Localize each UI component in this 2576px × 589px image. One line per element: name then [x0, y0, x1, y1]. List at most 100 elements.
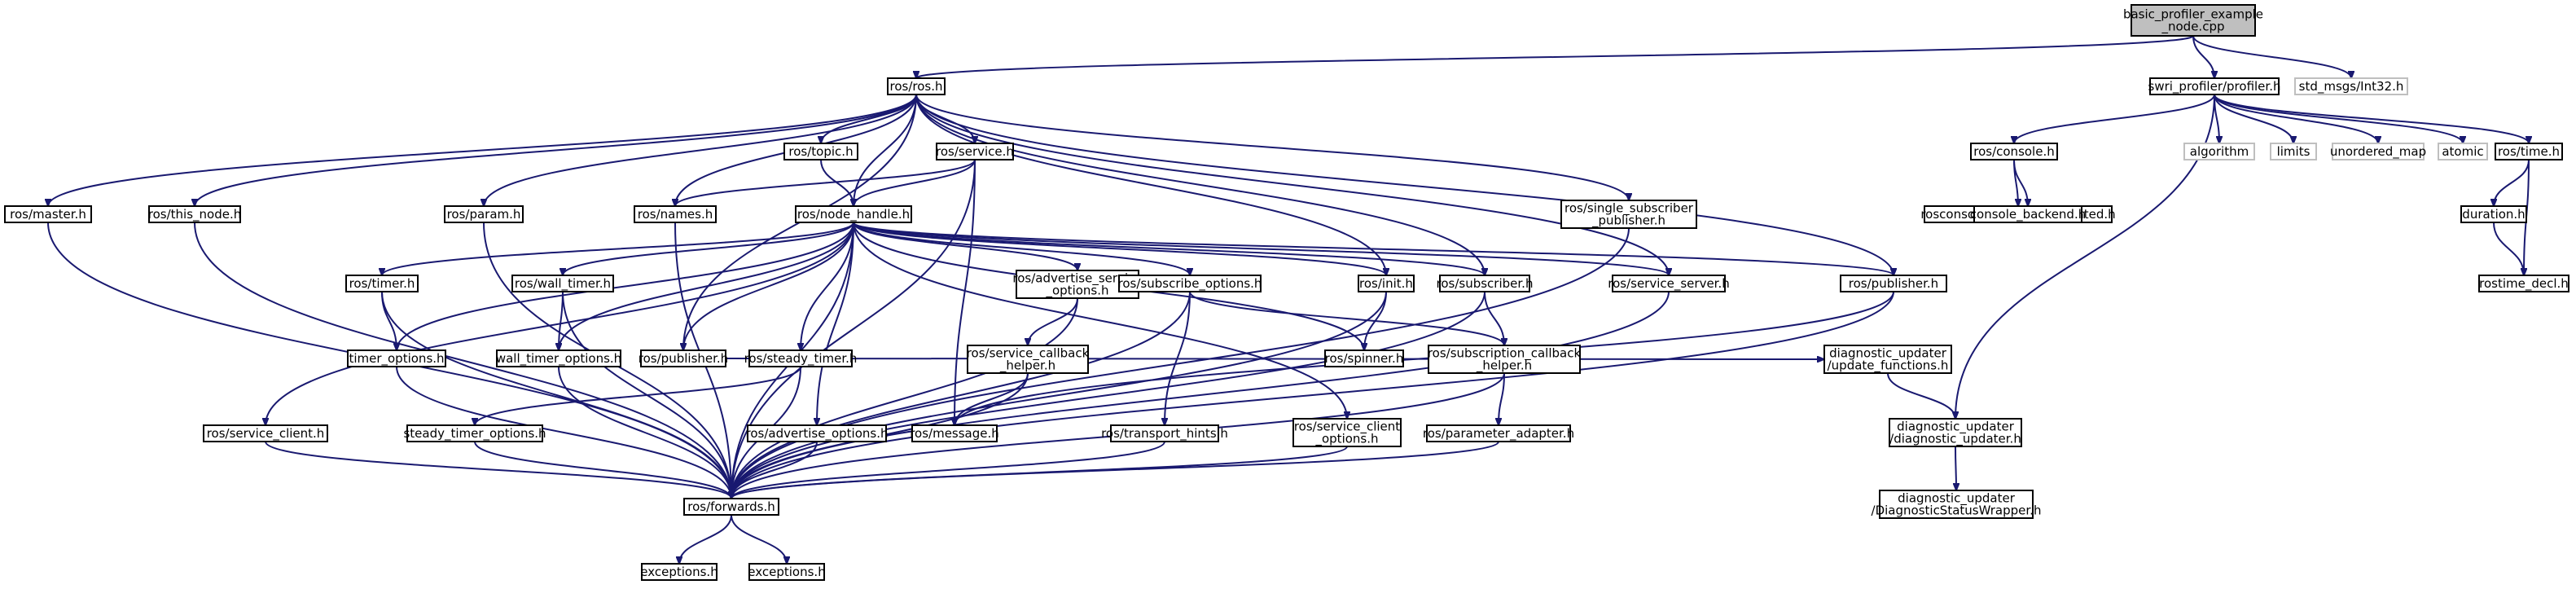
node-label: ros/wall_timer.h — [515, 276, 611, 292]
node-box — [2495, 143, 2563, 160]
edge-node_handle-to-advertise_options — [817, 222, 854, 425]
node-parameter_adapter[interactable]: ros/parameter_adapter.h — [1423, 424, 1574, 442]
node-label: steady_timer_options.h — [403, 426, 546, 442]
node-label: ros/publisher.h — [639, 351, 728, 366]
node-box — [347, 349, 446, 367]
node-message[interactable]: ros/message.h — [910, 424, 999, 442]
node-box — [634, 205, 717, 223]
node-node_handle[interactable]: ros/node_handle.h — [795, 205, 912, 223]
node-names[interactable]: ros/names.h — [634, 205, 717, 223]
node-time[interactable]: ros/time.h — [2495, 143, 2563, 160]
node-timer[interactable]: ros/timer.h — [345, 275, 419, 292]
node-atomic: atomic — [2438, 143, 2488, 160]
node-label: _publisher.h — [1591, 213, 1665, 229]
node-rostime_decl[interactable]: rostime_decl.h — [2478, 275, 2569, 292]
node-adv_srv_opts[interactable]: ros/advertise_service_options.h — [1012, 270, 1143, 299]
edge-ros_h-to-master — [48, 94, 917, 206]
node-label: ros/names.h — [638, 207, 713, 222]
node-label: algorithm — [2190, 144, 2249, 159]
node-box — [1970, 143, 2058, 160]
node-box — [406, 424, 543, 442]
node-box — [2270, 143, 2317, 160]
node-forwards[interactable]: ros/forwards.h — [683, 498, 779, 516]
node-label: ros/master.h — [10, 207, 86, 222]
node-service[interactable]: ros/service.h — [936, 143, 1014, 160]
node-diag_status_wrapper[interactable]: diagnostic_updater/DiagnosticStatusWrapp… — [1872, 490, 2042, 519]
node-box — [641, 563, 718, 581]
node-srv_client_opts[interactable]: ros/service_client_options.h — [1292, 418, 1402, 447]
node-label: _options.h — [1045, 284, 1108, 299]
node-this_node[interactable]: ros/this_node.h — [148, 205, 241, 223]
node-limits: limits — [2270, 143, 2317, 160]
node-console[interactable]: ros/console.h — [1970, 143, 2058, 160]
node-service_server[interactable]: ros/service_server.h — [1608, 275, 1730, 292]
node-subscriber[interactable]: ros/subscriber.h — [1437, 275, 1534, 292]
node-box — [1823, 345, 1952, 374]
edge-ros_h-to-subscriber — [915, 94, 1485, 275]
edge-node_handle-to-wall_timer — [563, 222, 854, 275]
node-transport_hints[interactable]: ros/transport_hints.h — [1101, 424, 1228, 442]
node-ros_h[interactable]: ros/ros.h — [887, 77, 946, 95]
edge-ros_h-to-this_node — [195, 94, 917, 206]
node-steady_timer[interactable]: ros/steady_timer.h — [744, 349, 858, 367]
node-timer_options[interactable]: timer_options.h — [347, 349, 446, 367]
node-root[interactable]: basic_profiler_example_node.cpp — [2123, 4, 2263, 37]
node-box — [1118, 275, 1262, 292]
node-label: diagnostic_updater — [1898, 491, 2016, 507]
edge-node_handle-to-subscriber — [853, 222, 1485, 275]
node-box — [1439, 275, 1530, 292]
node-advertise_options[interactable]: ros/advertise_options.h — [746, 424, 889, 442]
node-box — [2332, 143, 2425, 160]
edge-this_node-to-forwards — [194, 222, 731, 499]
node-publisher_ros[interactable]: ros/publisher.h — [1840, 275, 1947, 292]
node-master[interactable]: ros/master.h — [4, 205, 92, 223]
node-swri_profiler[interactable]: swri_profiler/profiler.h — [2148, 77, 2281, 95]
node-box — [1840, 275, 1947, 292]
node-label: basic_profiler_example — [2123, 7, 2263, 23]
node-label: ros/init.h — [1359, 276, 1413, 291]
node-box — [2294, 77, 2408, 95]
edge-init-to-forwards — [731, 291, 1387, 499]
node-box — [1973, 205, 2082, 223]
node-int32: std_msgs/Int32.h — [2294, 77, 2408, 95]
node-diag_updater[interactable]: diagnostic_updater/diagnostic_updater.h — [1889, 418, 2022, 447]
node-label: exceptions.h — [748, 565, 825, 579]
node-steady_timer_options[interactable]: steady_timer_options.h — [403, 424, 546, 442]
node-srv_cb_helper[interactable]: ros/service_callback_helper.h — [967, 345, 1090, 374]
node-single_sub_pub[interactable]: ros/single_subscriber_publisher.h — [1560, 200, 1697, 229]
node-box — [1889, 418, 2022, 447]
node-box — [795, 205, 912, 223]
edge-node_handle-to-sub_opts — [853, 222, 1190, 275]
edge-node_handle-to-init — [853, 222, 1386, 275]
node-label: ros/publisher.h — [1849, 276, 1938, 291]
node-exceptions_1[interactable]: exceptions.h — [640, 563, 718, 581]
edge-srv_client_opts-to-forwards — [731, 446, 1348, 499]
node-sub_cb_helper[interactable]: ros/subscription_callback_helper.h — [1428, 345, 1582, 374]
edge-srv_cb_helper-to-message — [954, 372, 1029, 425]
node-param[interactable]: ros/param.h — [444, 205, 524, 223]
node-label: diagnostic_updater — [1897, 420, 2015, 435]
node-topic[interactable]: ros/topic.h — [783, 143, 858, 160]
node-publisher_h[interactable]: ros/publisher.h — [639, 349, 728, 367]
edge-node_handle-to-publisher_h — [683, 222, 854, 350]
node-diag_update_functions[interactable]: diagnostic_updater/update_functions.h — [1823, 345, 1952, 374]
node-label: timer_options.h — [349, 351, 444, 367]
node-box — [345, 275, 419, 292]
edge-wall_timer_options-to-forwards — [558, 366, 731, 499]
edge-subscriber-to-sub_cb_helper — [1484, 291, 1504, 345]
node-exceptions_2[interactable]: exceptions.h — [748, 563, 826, 581]
node-box — [1110, 424, 1219, 442]
node-duration[interactable]: duration.h — [2460, 205, 2527, 223]
edge-node_handle-to-service_server — [853, 222, 1669, 275]
node-wall_timer_options[interactable]: wall_timer_options.h — [496, 349, 621, 367]
node-box — [967, 345, 1089, 374]
node-console_backend[interactable]: console_backend.h — [1970, 205, 2086, 223]
node-label: ros/node_handle.h — [797, 207, 910, 222]
node-label: ros/subscribe_options.h — [1118, 276, 1262, 292]
node-spinner[interactable]: ros/spinner.h — [1324, 349, 1404, 367]
node-wall_timer[interactable]: ros/wall_timer.h — [511, 275, 614, 292]
node-sub_opts[interactable]: ros/subscribe_options.h — [1118, 275, 1262, 292]
node-service_client[interactable]: ros/service_client.h — [203, 424, 328, 442]
node-init[interactable]: ros/init.h — [1358, 275, 1415, 292]
